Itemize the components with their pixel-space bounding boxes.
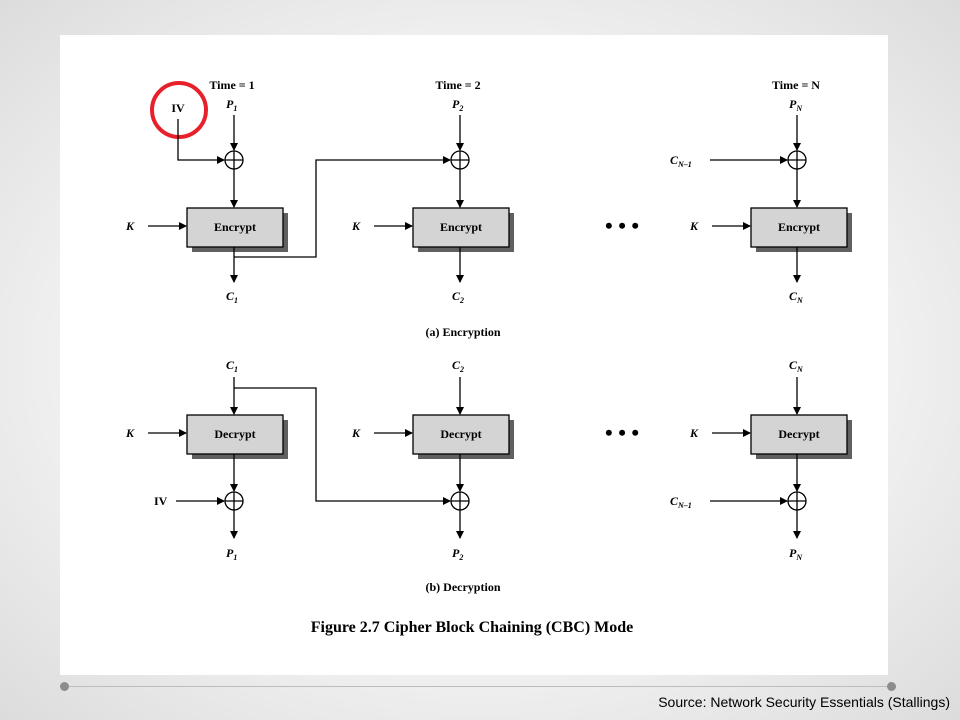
encryption-section: Time = 1 Time = 2 Time = N P1 P2 PN IV	[125, 78, 852, 339]
enc-arrow-iv-xor	[177, 119, 225, 164]
xor-icon	[450, 150, 470, 170]
time-label-n: Time = N	[772, 78, 820, 92]
decrypt-box-1: Decrypt	[186, 414, 288, 459]
enc-key-label-n: K	[689, 219, 699, 233]
svg-text:Decrypt: Decrypt	[214, 427, 255, 441]
svg-text:Decrypt: Decrypt	[440, 427, 481, 441]
xor-icon	[787, 491, 807, 511]
dec-ciphertext-label-n: CN	[789, 358, 804, 374]
svg-text:Decrypt: Decrypt	[778, 427, 819, 441]
enc-ellipsis: • • •	[605, 213, 639, 238]
enc-ciphertext-label-1: C1	[226, 289, 238, 305]
enc-ciphertext-label-n: CN	[789, 289, 804, 305]
encrypt-box-n: Encrypt	[750, 207, 852, 252]
enc-chain-in-label: CN–1	[670, 153, 692, 169]
encrypt-box-2: Encrypt	[412, 207, 514, 252]
encrypt-box-1: Encrypt	[186, 207, 288, 252]
decryption-section: C1 C2 CN K Decrypt IV	[125, 358, 852, 594]
enc-plaintext-label-n: PN	[789, 97, 803, 113]
dec-ciphertext-label-1: C1	[226, 358, 238, 374]
time-label-1: Time = 1	[209, 78, 254, 92]
enc-iv-label: IV	[171, 101, 185, 115]
figure-panel: Time = 1 Time = 2 Time = N P1 P2 PN IV	[60, 35, 888, 675]
decrypt-box-2: Decrypt	[412, 414, 514, 459]
enc-plaintext-label-2: P2	[452, 97, 463, 113]
dec-plaintext-label-1: P1	[226, 546, 237, 562]
time-label-2: Time = 2	[435, 78, 480, 92]
decorative-dot-left	[60, 682, 69, 691]
dec-key-label-1: K	[125, 426, 135, 440]
svg-text:Encrypt: Encrypt	[440, 220, 482, 234]
dec-ciphertext-label-2: C2	[452, 358, 464, 374]
enc-chain-c1-to-xor2	[234, 156, 451, 258]
dec-plaintext-label-2: P2	[452, 546, 463, 562]
dec-iv-label: IV	[154, 494, 168, 508]
enc-key-label-1: K	[125, 219, 135, 233]
enc-ciphertext-label-2: C2	[452, 289, 464, 305]
xor-icon	[224, 150, 244, 170]
bottom-divider	[69, 686, 887, 687]
decryption-caption: (b) Decryption	[426, 580, 501, 594]
dec-chain-in-label: CN–1	[670, 494, 692, 510]
iv-highlight-circle	[150, 81, 208, 139]
dec-key-label-2: K	[351, 426, 361, 440]
dec-ellipsis: • • •	[605, 420, 639, 445]
dec-key-label-n: K	[689, 426, 699, 440]
svg-text:Encrypt: Encrypt	[214, 220, 256, 234]
source-credit: Source: Network Security Essentials (Sta…	[658, 694, 950, 710]
dec-plaintext-label-n: PN	[789, 546, 803, 562]
svg-text:Encrypt: Encrypt	[778, 220, 820, 234]
enc-plaintext-label-1: P1	[226, 97, 237, 113]
decrypt-box-n: Decrypt	[750, 414, 852, 459]
dec-chain-c1-to-xor2	[234, 387, 451, 505]
figure-title: Figure 2.7 Cipher Block Chaining (CBC) M…	[311, 619, 634, 636]
encryption-caption: (a) Encryption	[426, 325, 501, 339]
enc-key-label-2: K	[351, 219, 361, 233]
xor-icon	[450, 491, 470, 511]
xor-icon	[787, 150, 807, 170]
cbc-diagram: Time = 1 Time = 2 Time = N P1 P2 PN IV	[125, 78, 852, 636]
xor-icon	[224, 491, 244, 511]
decorative-dot-right	[887, 682, 896, 691]
